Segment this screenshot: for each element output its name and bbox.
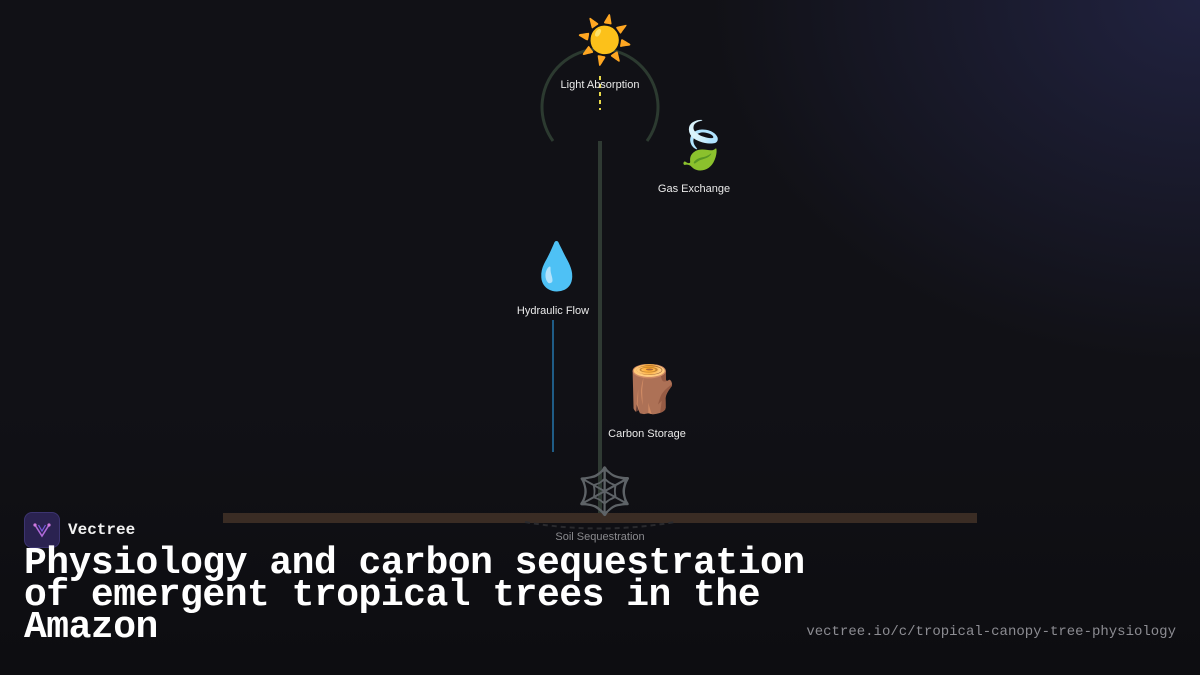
carbon-storage-label: Carbon Storage — [608, 428, 686, 440]
brand: Vectree — [24, 512, 135, 548]
brand-name: Vectree — [68, 521, 136, 539]
source-url: vectree.io/c/tropical-canopy-tree-physio… — [806, 624, 1176, 640]
light-absorption-label: Light Absorption — [560, 79, 640, 91]
page-title: Physiology and carbon sequestration of e… — [24, 542, 805, 649]
vectree-logo-icon — [24, 512, 60, 548]
hydraulic-flow-label: Hydraulic Flow — [516, 305, 590, 317]
leaf-wind-icon: 🍃 — [672, 118, 730, 172]
root-web-icon: 🕸️ — [576, 464, 634, 518]
gas-exchange-label: Gas Exchange — [657, 183, 731, 195]
root-arc — [524, 521, 676, 530]
soil-sequestration-label: Soil Sequestration — [555, 531, 645, 543]
wood-log-icon: 🪵 — [622, 362, 680, 416]
water-drop-icon: 💧 — [528, 239, 586, 293]
canopy-arc — [540, 47, 660, 142]
ground-bar — [223, 513, 977, 523]
sun-icon: ☀️ — [576, 13, 634, 67]
